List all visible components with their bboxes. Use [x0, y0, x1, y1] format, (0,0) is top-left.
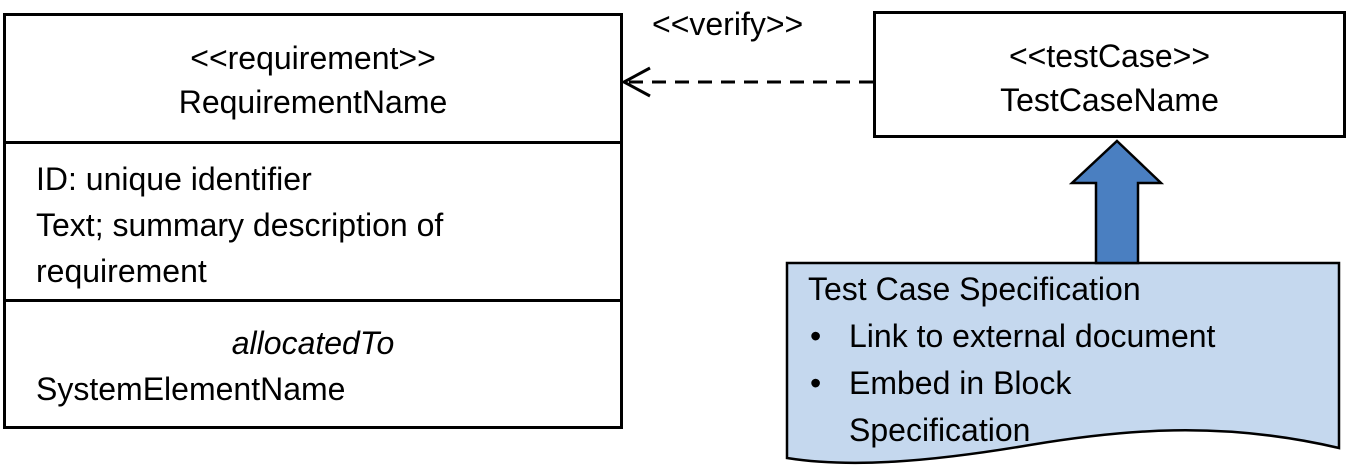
spec-note-item-text: Embed in Block — [849, 365, 1072, 401]
requirement-attributes: ID: unique identifier Text; summary desc… — [6, 144, 620, 302]
requirement-stereotype: <<requirement>> — [190, 40, 436, 76]
requirement-text-line-cont: requirement — [36, 253, 207, 289]
requirement-text-line: Text; summary description of — [36, 207, 444, 243]
allocation-target: SystemElementName — [36, 371, 346, 407]
up-arrow-icon — [1068, 139, 1165, 265]
requirement-name: RequirementName — [178, 84, 448, 120]
verify-arrowhead — [620, 66, 651, 98]
test-case-block: <<testCase>> TestCaseName — [873, 11, 1346, 138]
requirement-header: <<requirement>> RequirementName — [6, 16, 620, 144]
test-case-name: TestCaseName — [1000, 82, 1219, 118]
bullet-icon: • — [810, 318, 822, 354]
test-case-stereotype: <<testCase>> — [1008, 38, 1211, 74]
allocation-keyword: allocatedTo — [231, 325, 395, 361]
spec-note-item: • Link to external document — [808, 313, 1215, 360]
spec-note-shape — [785, 261, 1341, 465]
bullet-icon: • — [810, 365, 822, 401]
spec-note-title: Test Case Specification — [808, 271, 1141, 307]
requirement-block: <<requirement>> RequirementName ID: uniq… — [3, 13, 623, 429]
spec-note-item-text: Specification — [849, 412, 1031, 448]
requirement-id-line: ID: unique identifier — [36, 161, 312, 197]
spec-note-item-continuation: Specification — [808, 407, 1215, 454]
spec-note-list: • Link to external document • Embed in B… — [808, 313, 1215, 454]
spec-note: Test Case Specification • Link to extern… — [808, 266, 1215, 454]
spec-note-item-text: Link to external document — [849, 318, 1216, 354]
spec-note-item: • Embed in Block — [808, 360, 1215, 407]
requirement-allocation: allocatedTo SystemElementName — [6, 302, 620, 412]
verify-label: <<verify>> — [652, 6, 804, 42]
